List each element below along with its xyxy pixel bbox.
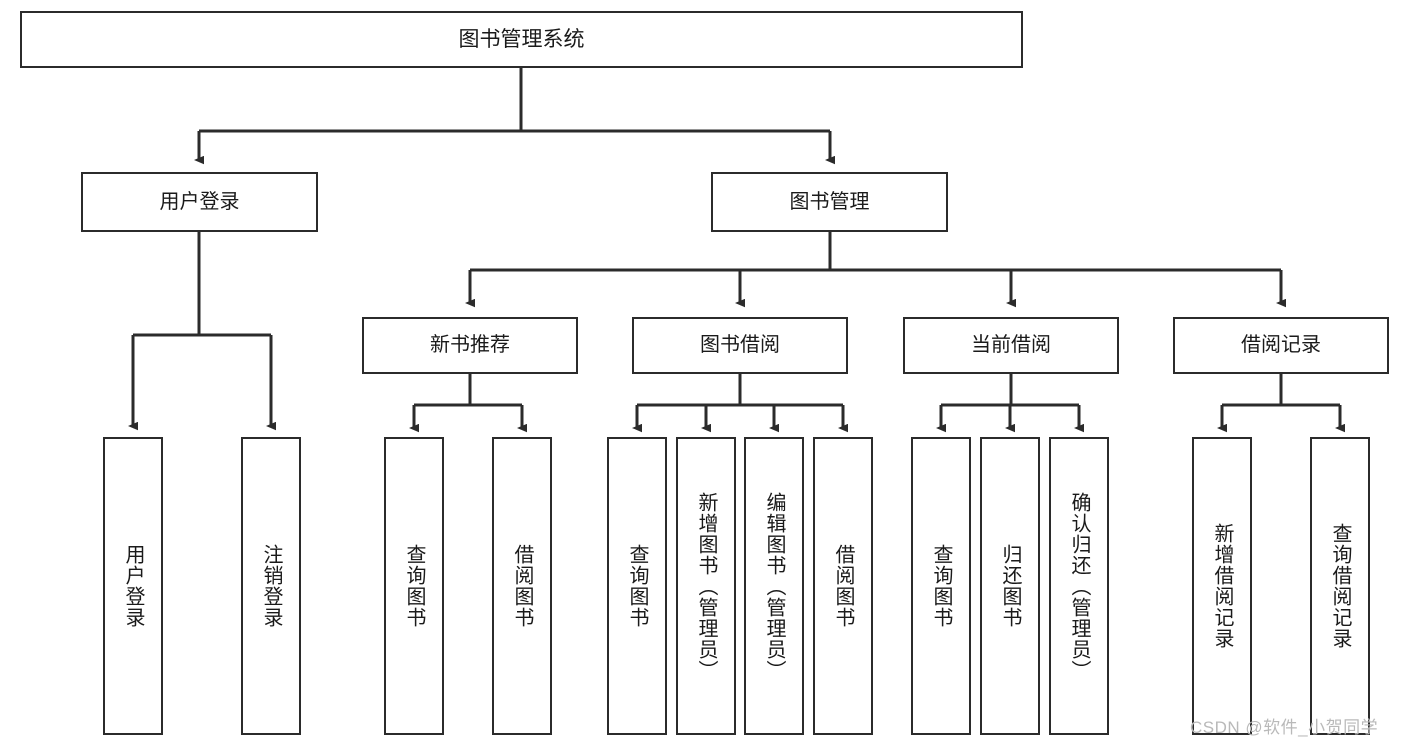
node-new-book-recommend[interactable]: 新书推荐 (362, 317, 578, 374)
node-label: 当前借阅 (971, 334, 1051, 357)
leaf-borrow-record-query[interactable]: 查询借阅记录 (1310, 437, 1370, 735)
leaf-book-borrow-edit[interactable]: 编辑图书（管理员） (744, 437, 804, 735)
node-label: 注销登录 (260, 544, 282, 628)
node-label: 用户登录 (122, 544, 144, 628)
node-current-borrow[interactable]: 当前借阅 (903, 317, 1119, 374)
leaf-book-borrow-add[interactable]: 新增图书（管理员） (676, 437, 736, 735)
leaf-current-borrow-query[interactable]: 查询图书 (911, 437, 971, 735)
node-label: 借阅记录 (1241, 334, 1321, 357)
node-borrow-record[interactable]: 借阅记录 (1173, 317, 1389, 374)
node-user-login[interactable]: 用户登录 (81, 172, 318, 232)
leaf-borrow-record-add[interactable]: 新增借阅记录 (1192, 437, 1252, 735)
node-label: 编辑图书（管理员） (763, 491, 785, 681)
leaf-new-book-borrow[interactable]: 借阅图书 (492, 437, 552, 735)
node-label: 图书借阅 (700, 334, 780, 357)
node-label: 新增借阅记录 (1211, 523, 1233, 649)
node-label: 新增图书（管理员） (695, 491, 717, 681)
node-label: 新书推荐 (430, 334, 510, 357)
node-label: 用户登录 (159, 190, 240, 213)
leaf-current-borrow-return[interactable]: 归还图书 (980, 437, 1040, 735)
node-label: 查询借阅记录 (1329, 523, 1351, 649)
node-label: 借阅图书 (511, 544, 533, 628)
node-label: 查询图书 (930, 544, 952, 628)
node-book-borrow[interactable]: 图书借阅 (632, 317, 848, 374)
leaf-user-login-signout[interactable]: 注销登录 (241, 437, 301, 735)
leaf-book-borrow-lend[interactable]: 借阅图书 (813, 437, 873, 735)
node-label: 查询图书 (403, 544, 425, 628)
leaf-book-borrow-query[interactable]: 查询图书 (607, 437, 667, 735)
leaf-current-borrow-confirm-return[interactable]: 确认归还（管理员） (1049, 437, 1109, 735)
node-root-system[interactable]: 图书管理系统 (20, 11, 1023, 68)
node-label: 查询图书 (626, 544, 648, 628)
node-label: 借阅图书 (832, 544, 854, 628)
node-label: 图书管理 (789, 190, 870, 213)
leaf-user-login-signin[interactable]: 用户登录 (103, 437, 163, 735)
node-label: 图书管理系统 (458, 27, 585, 51)
csdn-watermark: CSDN @软件_小贺同学 (1190, 718, 1379, 737)
node-label: 确认归还（管理员） (1068, 491, 1090, 681)
leaf-new-book-query[interactable]: 查询图书 (384, 437, 444, 735)
node-label: 归还图书 (999, 544, 1021, 628)
node-book-management[interactable]: 图书管理 (711, 172, 948, 232)
